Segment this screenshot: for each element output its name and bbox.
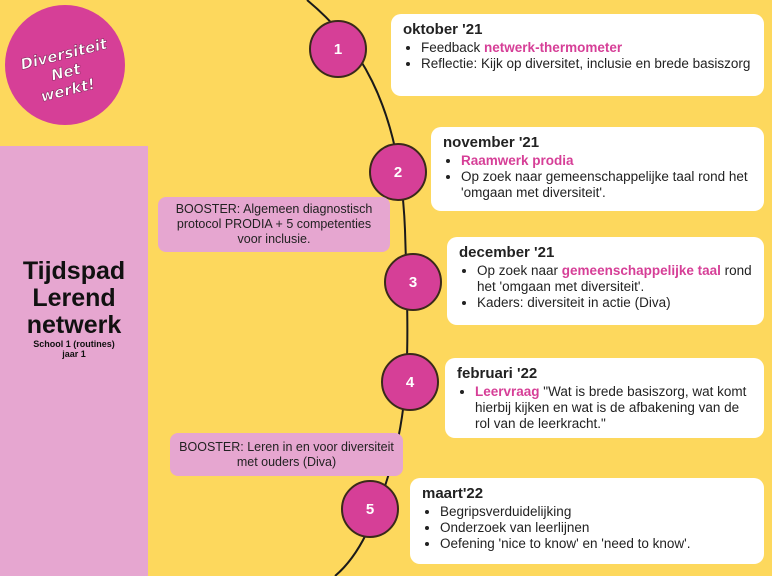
list-item: Onderzoek van leerlijnen [440,520,754,536]
logo-text: Diversiteit Net werkt! [18,34,110,106]
list-item: Kaders: diversiteit in actie (Diva) [477,295,754,311]
highlight-text: gemeenschappelijke taal [561,263,721,278]
milestone-list: Raamwerk prodia Op zoek naar gemeenschap… [443,153,754,201]
milestone-marker-5: 5 [341,480,399,538]
title-line-2: Lerend [32,284,116,312]
logo-badge: Diversiteit Net werkt! [5,5,125,125]
milestone-list: Feedback netwerk-thermometer Reflectie: … [403,40,754,72]
milestone-card-1: oktober '21 Feedback netwerk-thermometer… [391,14,764,96]
milestone-card-4: februari '22 Leervraag "Wat is brede bas… [445,358,764,438]
list-item: Op zoek naar gemeenschappelijke taal ron… [477,263,754,295]
booster-box-2: BOOSTER: Leren in en voor diversiteit me… [170,433,403,476]
subtitle-line-2: jaar 1 [62,349,86,359]
milestone-marker-3: 3 [384,253,442,311]
milestone-list: Leervraag "Wat is brede basiszorg, wat k… [457,384,754,432]
milestone-heading: maart'22 [422,485,484,502]
milestone-marker-1: 1 [309,20,367,78]
list-item: Leervraag "Wat is brede basiszorg, wat k… [475,384,754,432]
list-item: Op zoek naar gemeenschappelijke taal ron… [461,169,754,201]
milestone-heading: december '21 [459,244,555,261]
title-line-1: Tijdspad [22,257,126,285]
milestone-heading: februari '22 [457,365,538,382]
booster-text: BOOSTER: Leren in en voor diversiteit me… [179,439,394,469]
booster-box-1: BOOSTER: Algemeen diagnostisch protocol … [158,197,390,252]
milestone-card-3: december '21 Op zoek naar gemeenschappel… [447,237,764,325]
milestone-heading: oktober '21 [403,21,483,38]
milestone-list: Op zoek naar gemeenschappelijke taal ron… [459,263,754,311]
list-item: Begripsverduidelijking [440,504,754,520]
highlight-text: Leervraag [475,384,540,399]
milestone-card-2: november '21 Raamwerk prodia Op zoek naa… [431,127,764,211]
list-item: Oefening 'nice to know' en 'need to know… [440,536,754,552]
highlight-text: netwerk-thermometer [484,40,623,55]
sidebar-panel [0,146,148,576]
milestone-card-5: maart'22 Begripsverduidelijking Onderzoe… [410,478,764,564]
page-subtitle: School 1 (routines) jaar 1 [0,339,148,359]
milestone-heading: november '21 [443,134,540,151]
milestone-marker-2: 2 [369,143,427,201]
subtitle-line-1: School 1 (routines) [33,339,115,349]
list-item: Reflectie: Kijk op diversitet, inclusie … [421,56,754,72]
list-item: Raamwerk prodia [461,153,754,169]
title-line-3: netwerk [26,311,122,339]
booster-text: BOOSTER: Algemeen diagnostisch protocol … [175,202,373,246]
milestone-marker-4: 4 [381,353,439,411]
list-item: Feedback netwerk-thermometer [421,40,754,56]
highlight-text: Raamwerk prodia [461,153,574,168]
milestone-list: Begripsverduidelijking Onderzoek van lee… [422,504,754,552]
page-title: Tijdspad Lerend netwerk [0,258,148,339]
